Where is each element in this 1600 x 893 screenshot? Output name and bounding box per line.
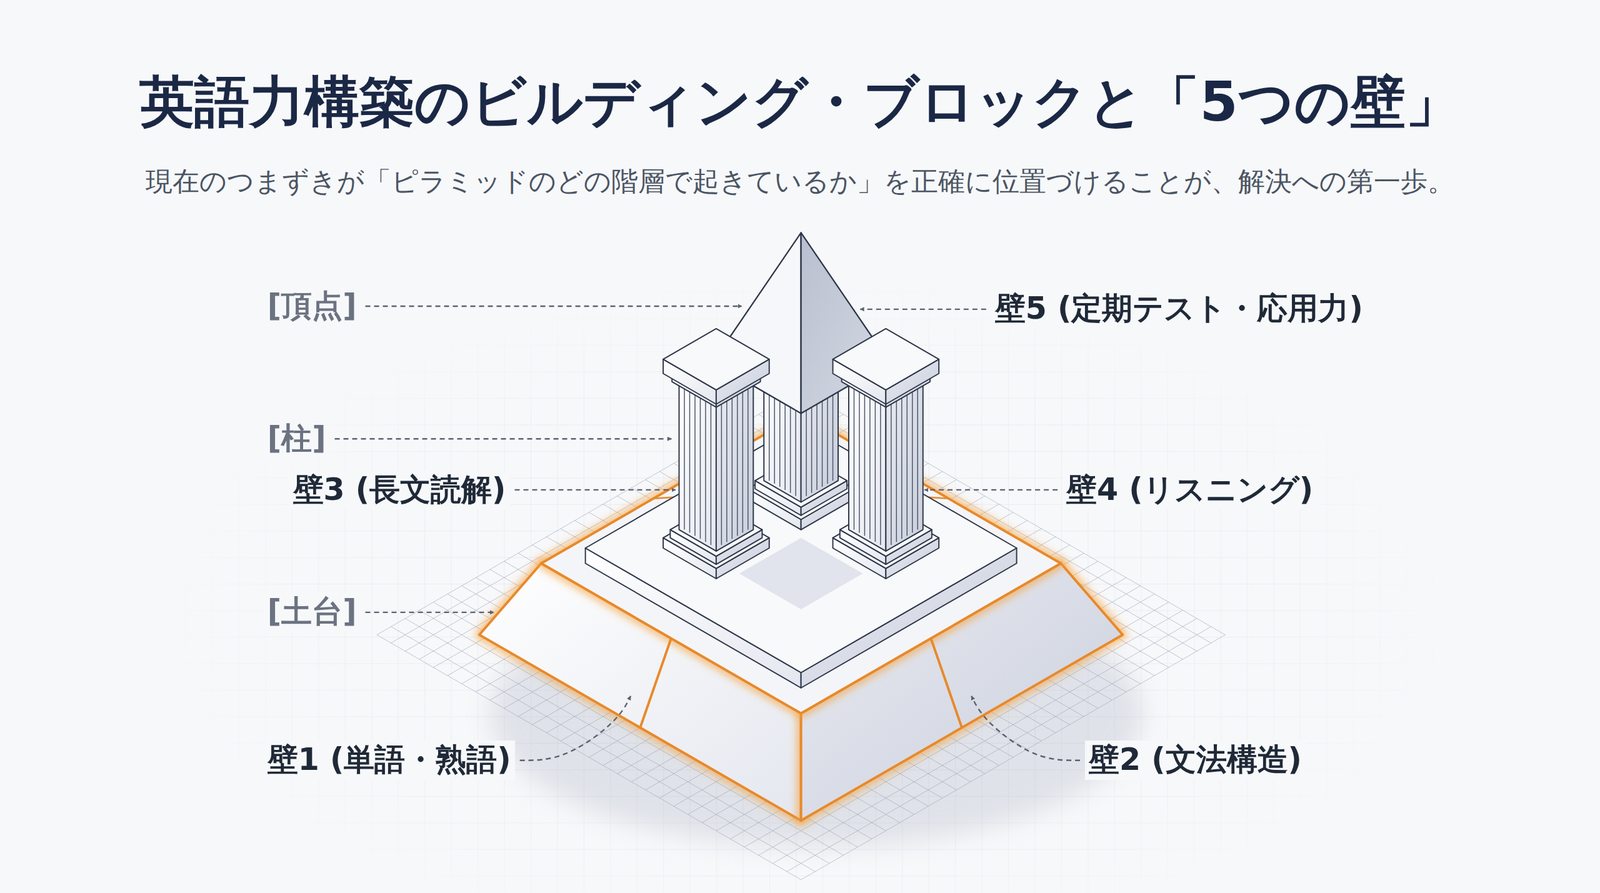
- wall-label: 壁4 (リスニング): [1062, 470, 1317, 510]
- leader-line: [520, 696, 631, 761]
- layer-label: [頂点]: [263, 286, 361, 327]
- pillar-flute: [911, 390, 913, 533]
- wall-label: 壁3 (長文読解): [289, 470, 510, 510]
- pillar-flute: [683, 388, 685, 530]
- pillar-shaft: [679, 381, 717, 552]
- pillar-capital: [663, 328, 770, 390]
- leader-line: [365, 305, 742, 307]
- pillar-flute: [853, 388, 855, 530]
- pillar-shaft: [885, 381, 923, 552]
- layer-label: [柱]: [263, 419, 330, 459]
- pillar-flute: [917, 388, 919, 530]
- leader-line: [971, 696, 1080, 761]
- wall-label: 壁5 (定期テスト・応用力): [991, 289, 1367, 329]
- pyramid-face: [801, 232, 890, 414]
- pillar-flute: [890, 403, 892, 545]
- pillar-flute: [731, 396, 733, 539]
- base-block-joint: [640, 638, 671, 729]
- pillar-capital: [833, 328, 940, 390]
- pillar-flute: [901, 396, 902, 539]
- pillar-flute: [705, 400, 706, 542]
- leader-line: [924, 489, 1058, 491]
- pillar-flute: [742, 390, 744, 533]
- pillar-shaft: [716, 381, 754, 552]
- background-grid: [153, 204, 1449, 893]
- pillar-flute: [858, 390, 860, 533]
- pillar-flute: [721, 403, 722, 545]
- pyramid-face: [712, 232, 801, 414]
- pillar-flute: [896, 400, 897, 542]
- pillar-flute: [864, 393, 865, 536]
- leader-line: [515, 489, 676, 491]
- base-block-joint: [930, 638, 962, 729]
- pillar-flute: [906, 393, 908, 536]
- pillar-flute: [869, 396, 870, 539]
- pillar-flute: [880, 403, 881, 545]
- wall-label: 壁2 (文法構造): [1085, 740, 1306, 780]
- wall-label: 壁1 (単語・熟語): [263, 740, 515, 780]
- diagram-caption: 現在のつまずきが「ピラミッドのどの階層で起きているか」を正確に位置づけることが、…: [0, 163, 1600, 200]
- pillar-shaft: [848, 381, 886, 552]
- leader-line: [335, 438, 672, 440]
- pillar-flute: [694, 393, 695, 536]
- leader-line: [860, 308, 987, 310]
- diagram-title: 英語力構築のビルディング・ブロックと「5つの壁」: [0, 65, 1600, 140]
- pillar-flute: [700, 396, 701, 539]
- pillar-flute: [726, 400, 727, 542]
- pillar-flute: [875, 400, 876, 542]
- structure: [376, 232, 1225, 880]
- leader-line: [365, 611, 495, 614]
- pillar-flute: [747, 388, 749, 530]
- pillar-flute: [710, 403, 712, 545]
- layer-label: [土台]: [263, 592, 361, 632]
- pillar-flute: [736, 393, 738, 536]
- pillar-flute: [689, 390, 690, 533]
